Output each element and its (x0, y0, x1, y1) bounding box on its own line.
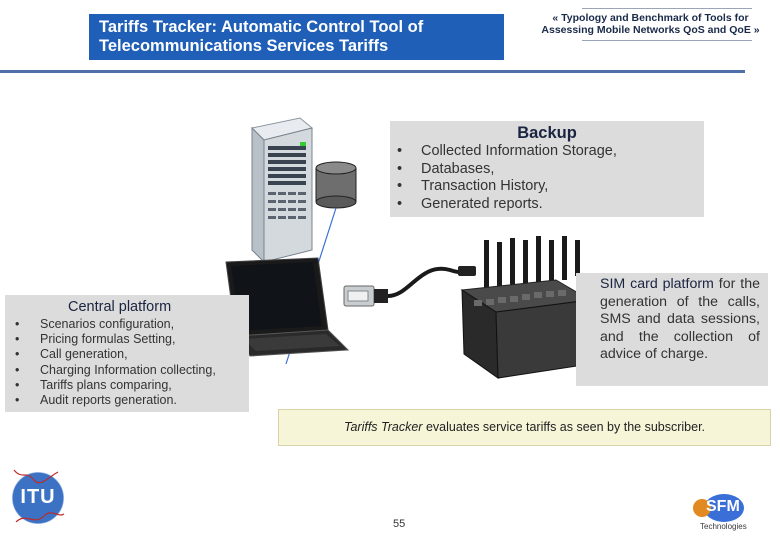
caption-box (278, 409, 771, 446)
itu-logo-text: ITU (20, 486, 56, 508)
backup-item: Collected Information Storage, (397, 143, 617, 161)
central-platform-item: Tariffs plans comparing, (15, 378, 216, 393)
caption-text: evaluates service tariffs as seen by the… (422, 420, 706, 434)
backup-item: Transaction History, (397, 178, 617, 196)
central-platform-item: Scenarios configuration, (15, 317, 216, 332)
backup-item: Databases, (397, 161, 617, 179)
itu-logo-icon (11, 469, 65, 525)
caption: Tariffs Tracker evaluates service tariff… (278, 420, 771, 434)
subtitle-divider-bottom (582, 40, 752, 41)
sim-platform-description: SIM card platform for the generation of … (600, 276, 760, 364)
header-rule (0, 70, 745, 73)
central-platform-item: Charging Information collecting, (15, 363, 216, 378)
server-icon (250, 117, 314, 264)
slide-title-box: Tariffs Tracker: Automatic Control Tool … (89, 14, 504, 60)
central-platform-item: Pricing formulas Setting, (15, 332, 216, 347)
sim-platform-title: SIM card platform (600, 276, 714, 292)
usb-cable-icon (343, 266, 476, 307)
slide-title-line-1: Tariffs Tracker: Automatic Control Tool … (99, 18, 424, 36)
backup-list: Collected Information Storage, Databases… (397, 143, 617, 213)
page-number: 55 (393, 518, 406, 530)
caption-product-name: Tariffs Tracker (343, 420, 423, 434)
sfm-logo-text: SFM (706, 498, 740, 515)
central-platform-item: Audit reports generation. (15, 393, 216, 408)
central-platform-item: Call generation, (15, 347, 216, 362)
subtitle-line-2: Assessing Mobile Networks QoS and QoE » (541, 24, 760, 36)
backup-item: Generated reports. (397, 196, 617, 214)
laptop-icon (225, 257, 350, 357)
database-icon (315, 161, 357, 209)
central-platform-list: Scenarios configuration, Pricing formula… (15, 317, 216, 408)
central-platform-title: Central platform (68, 299, 172, 315)
sfm-logo-icon (693, 494, 744, 522)
sfm-logo-subtext: Technologies (700, 522, 747, 531)
slide-subtitle: « Typology and Benchmark of Tools for As… (528, 12, 773, 36)
slide-title-line-2: Telecommunications Services Tariffs (99, 37, 389, 55)
sim-gateway-icon (460, 236, 592, 379)
sim-platform-text: for the generation of the calls, SMS and… (600, 276, 760, 362)
backup-title: Backup (517, 124, 577, 142)
subtitle-divider-top (582, 8, 752, 9)
sim-platform-panel (576, 273, 768, 386)
subtitle-line-1: « Typology and Benchmark of Tools for (552, 12, 749, 24)
